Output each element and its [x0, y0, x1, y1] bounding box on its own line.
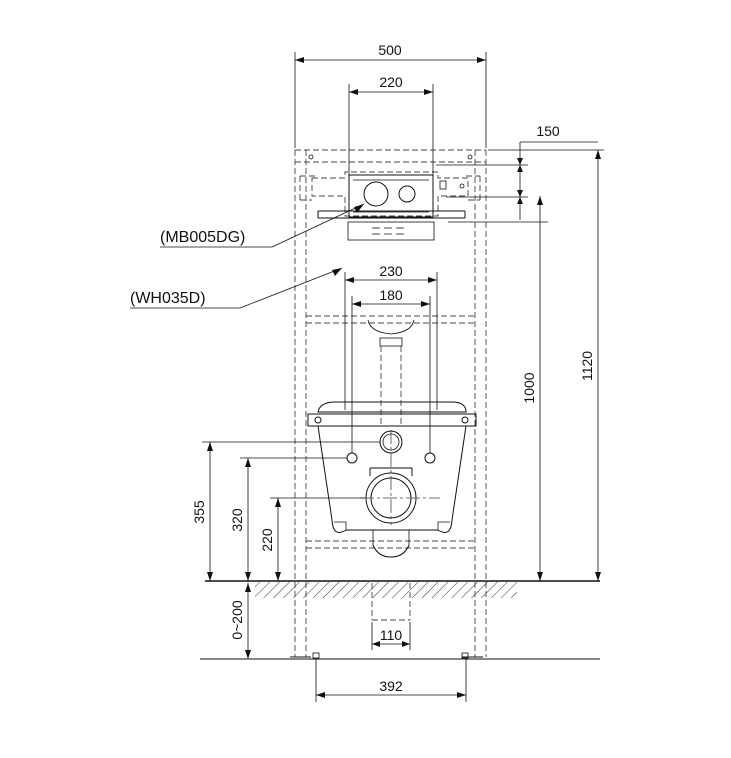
- dimension-220-top: 220: [348, 74, 434, 175]
- dim-392-label: 392: [379, 678, 403, 694]
- flush-plate-label: (MB005DG): [160, 229, 245, 246]
- dim-230-label: 230: [379, 263, 403, 279]
- dimension-1120: 1120: [488, 149, 604, 581]
- dimension-0-200: 0~200: [229, 583, 251, 659]
- dim-0-200-label: 0~200: [229, 600, 245, 640]
- dimension-230: 230: [344, 263, 438, 410]
- dimension-500: 500: [294, 42, 487, 148]
- dimension-320: 320: [229, 457, 347, 581]
- label-frame: (WH035D): [130, 267, 343, 309]
- dimension-180: 180: [351, 287, 431, 453]
- dim-355-label: 355: [191, 500, 207, 524]
- dimension-220-side: 220: [259, 497, 365, 581]
- dimension-1000: 1000: [448, 196, 548, 581]
- frame-label: (WH035D): [130, 290, 206, 307]
- installation-frame: [290, 149, 487, 659]
- dimension-110: 110: [371, 622, 411, 650]
- center-lines: [360, 430, 440, 525]
- flush-plate: [311, 171, 469, 241]
- dim-110-label: 110: [380, 627, 403, 643]
- dimension-392: 392: [315, 659, 467, 702]
- dim-500-label: 500: [378, 42, 402, 58]
- dim-150-label: 150: [536, 123, 560, 139]
- dimension-150: 150: [436, 123, 598, 220]
- dim-180-label: 180: [379, 287, 403, 303]
- floor: [200, 580, 600, 660]
- dim-1120-label: 1120: [579, 351, 595, 381]
- dim-220-top-label: 220: [379, 74, 403, 90]
- dimension-355: 355: [191, 441, 380, 581]
- dim-1000-label: 1000: [521, 372, 537, 403]
- label-flush-plate: (MB005DG): [160, 203, 365, 248]
- dim-220-side-label: 220: [259, 528, 275, 552]
- toilet-bowl: [307, 401, 477, 558]
- dim-320-label: 320: [229, 508, 245, 532]
